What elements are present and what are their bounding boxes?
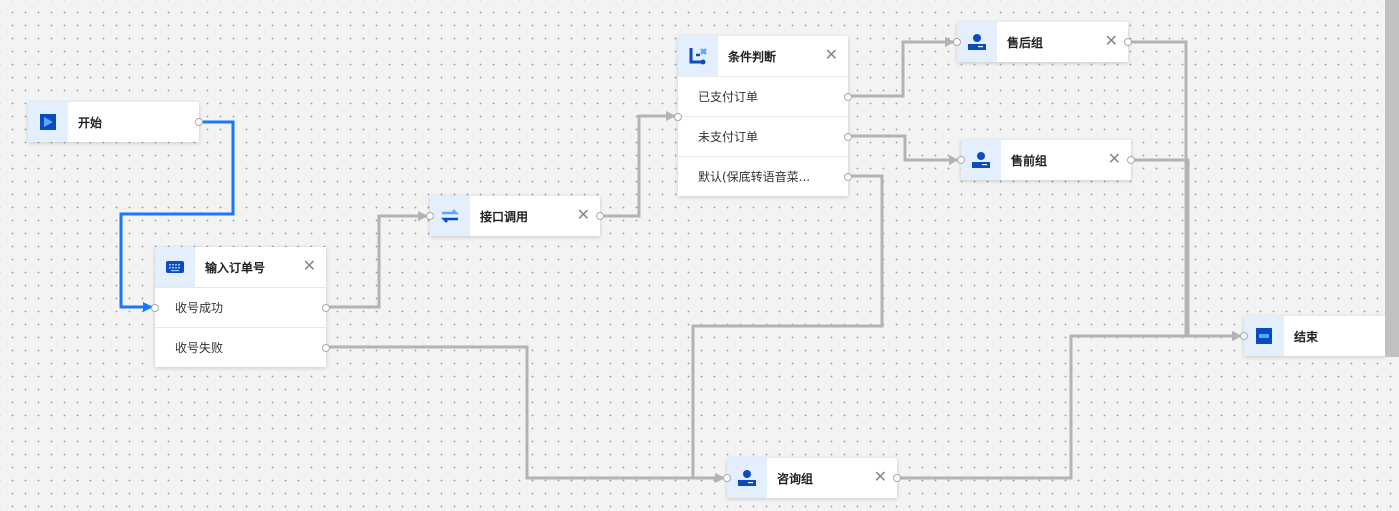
branch-icon [678,36,718,76]
node-start[interactable]: 开始 [28,102,203,142]
node-title: 售前组 [1011,153,1048,168]
edge-after-sales-to-end[interactable] [1128,40,1242,341]
node-consult[interactable]: 咨询组 ✕ [723,458,901,498]
input-port[interactable] [953,38,961,46]
agent-icon [727,458,767,498]
input-port[interactable] [1240,332,1248,340]
close-icon[interactable]: ✕ [302,256,316,275]
node-condition[interactable]: 条件判断 ✕ 已支付订单 未支付订单 默认(保底转语音菜... [674,36,852,196]
input-port[interactable] [723,474,731,482]
branch-row: 默认(保底转语音菜... [678,156,852,196]
branch-label: 已支付订单 [698,90,759,104]
output-port[interactable] [844,133,852,141]
close-icon[interactable]: ✕ [824,45,838,64]
input-port[interactable] [151,304,159,312]
branch-row: 收号成功 [151,287,330,327]
node-input-order[interactable]: 输入订单号 ✕ 收号成功 收号失败 [151,247,330,367]
edge-success-to-api[interactable] [326,211,428,309]
edge-start-to-input[interactable] [119,120,235,312]
branch-row: 收号失败 [155,327,330,367]
output-port[interactable] [596,212,604,220]
branch-label: 未支付订单 [698,130,759,144]
input-port[interactable] [957,156,965,164]
node-title: 开始 [78,115,103,130]
swap-arrows-icon [430,196,470,236]
close-icon[interactable]: ✕ [576,205,590,224]
close-icon[interactable]: ✕ [873,467,887,486]
node-title: 条件判断 [728,49,777,64]
agent-icon [957,22,997,62]
agent-icon [961,140,1001,180]
edge-paid-to-after-sales[interactable] [848,37,955,98]
input-port[interactable] [426,212,434,220]
output-port[interactable] [1127,156,1135,164]
node-title: 接口调用 [480,209,529,224]
branch-row: 未支付订单 [674,113,852,156]
node-title: 输入订单号 [205,260,266,275]
edge-default-to-consult[interactable] [691,174,884,483]
output-port[interactable] [844,173,852,181]
output-port[interactable] [322,304,330,312]
output-port[interactable] [893,474,901,482]
branch-label: 收号失败 [175,341,224,355]
input-port[interactable] [674,113,682,121]
branch-row: 已支付订单 [678,76,852,116]
node-end[interactable]: 结束 [1240,316,1385,356]
branch-label: 收号成功 [175,301,224,315]
close-icon[interactable]: ✕ [1104,31,1118,50]
node-title: 结束 [1294,329,1319,344]
output-port[interactable] [844,93,852,101]
output-port[interactable] [195,118,203,126]
node-title: 售后组 [1007,35,1044,50]
vertical-scrollbar[interactable] [1385,0,1399,357]
node-title: 咨询组 [777,471,814,486]
output-port[interactable] [1124,38,1132,46]
edge-fail-to-consult[interactable] [326,345,725,483]
close-icon[interactable]: ✕ [1107,149,1121,168]
branch-label: 默认(保底转语音菜... [698,170,811,184]
edge-consult-to-end[interactable] [897,331,1242,480]
stop-icon [1244,316,1284,356]
edge-unpaid-to-pre-sales[interactable] [848,134,959,165]
node-after-sales[interactable]: 售后组 ✕ [953,22,1132,62]
output-port[interactable] [322,344,330,352]
edge-api-to-condition[interactable] [600,111,676,218]
node-api-call[interactable]: 接口调用 ✕ [426,196,604,236]
node-pre-sales[interactable]: 售前组 ✕ [957,140,1135,180]
keyboard-icon [155,247,195,287]
play-icon [28,102,68,142]
